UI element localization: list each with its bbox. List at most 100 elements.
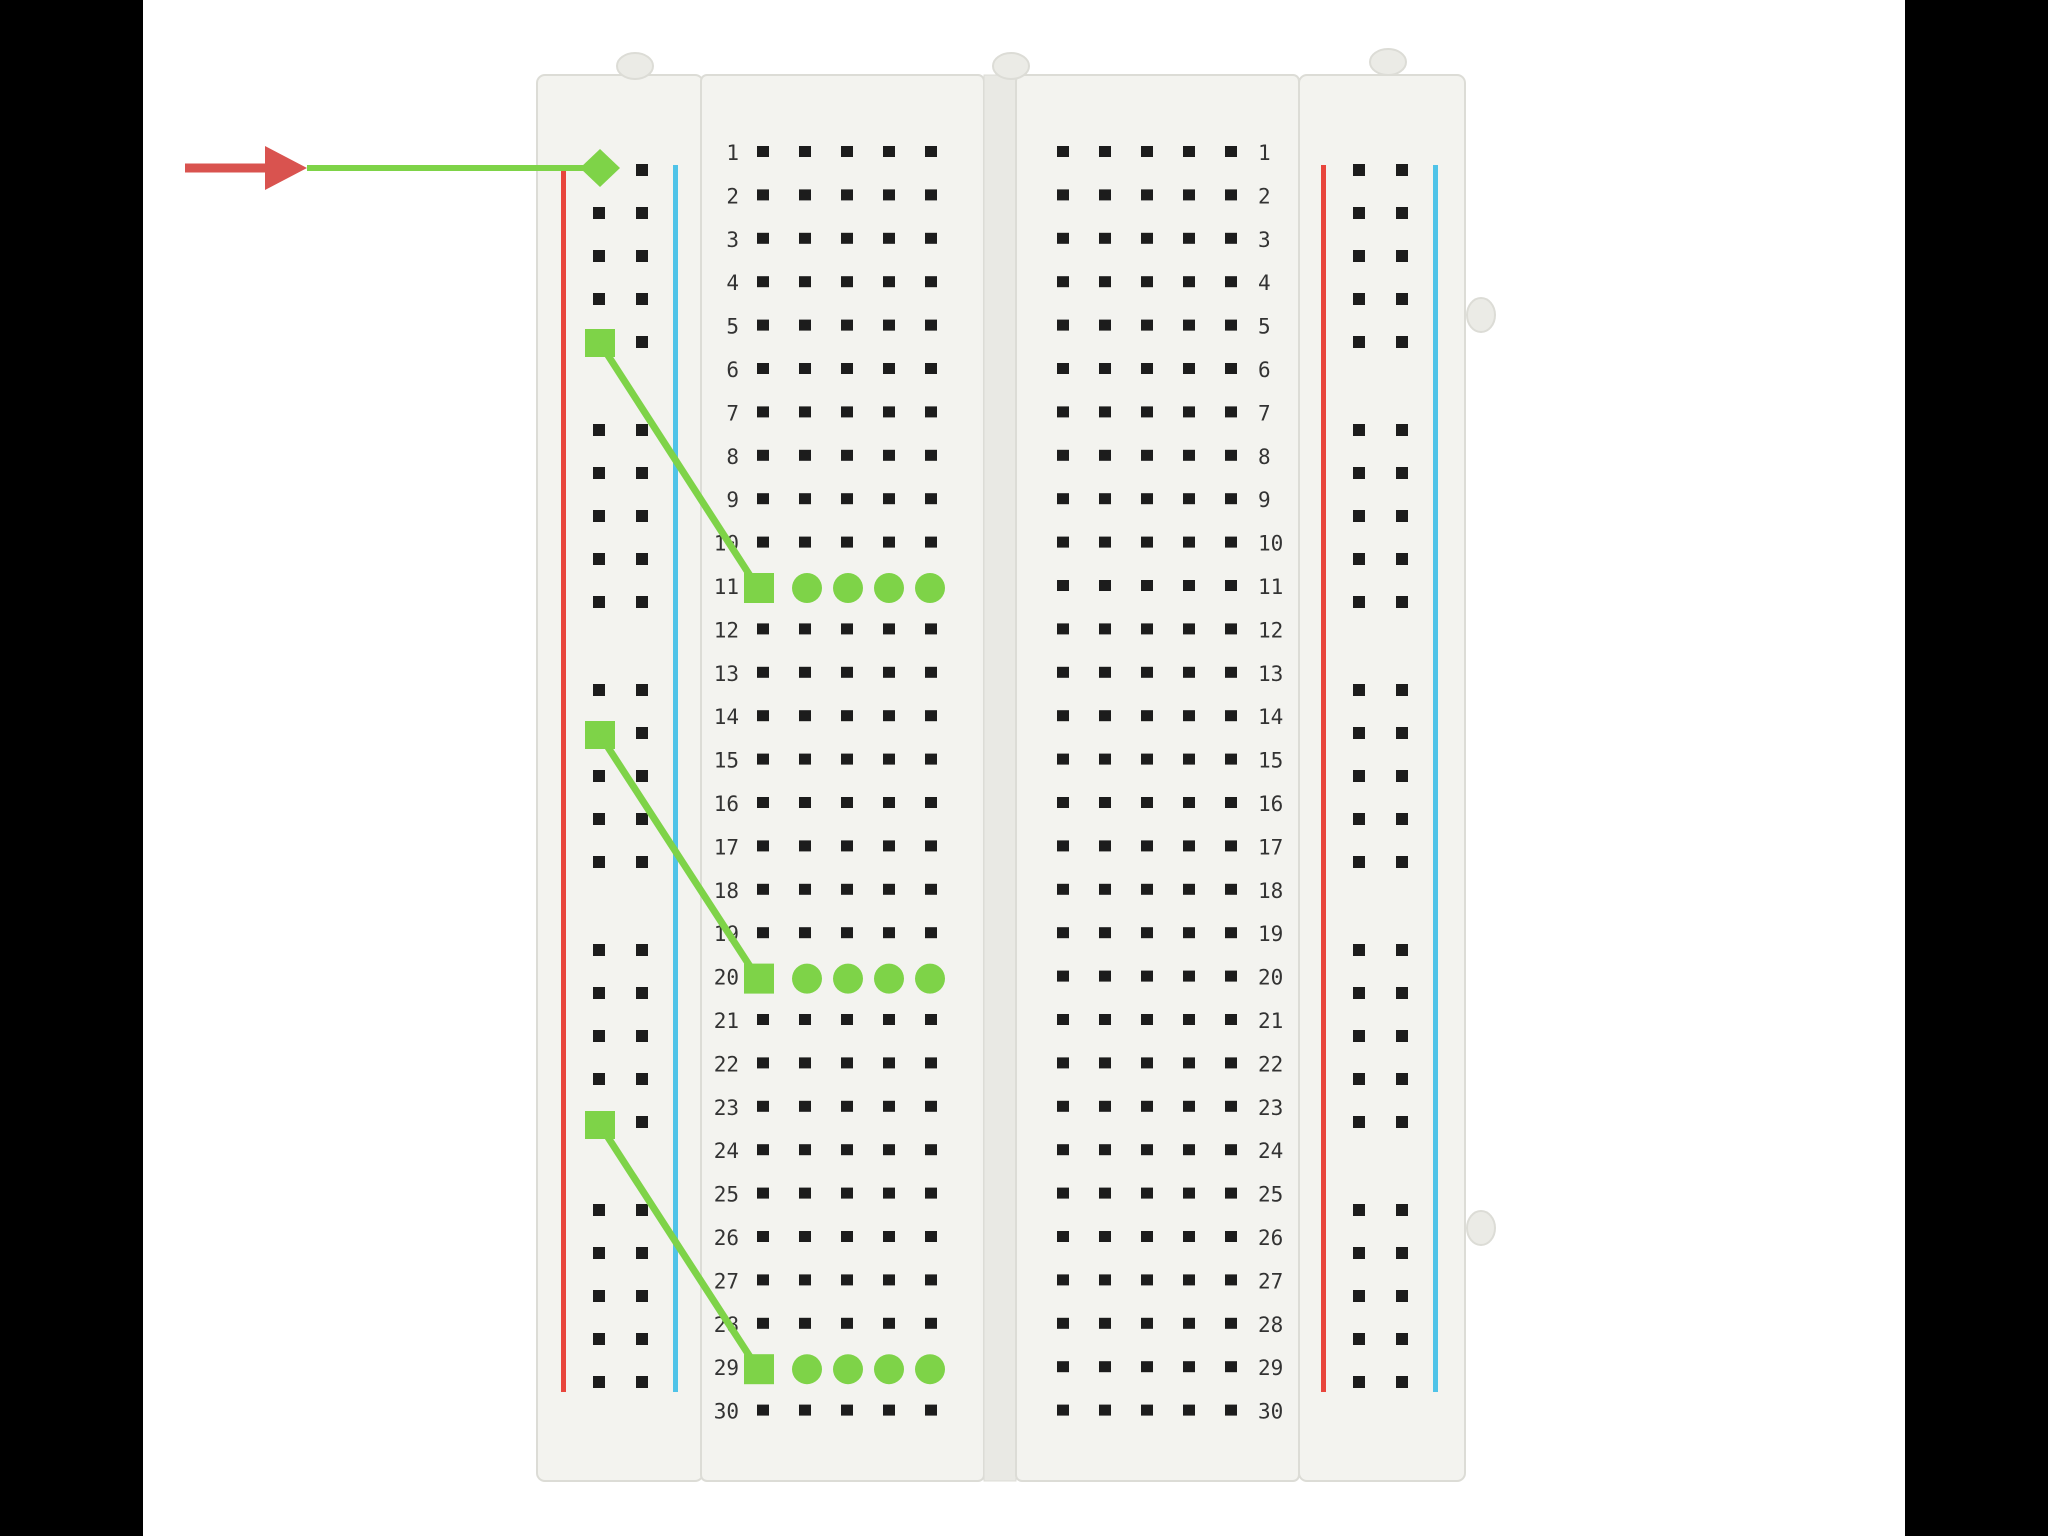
hole (883, 1144, 895, 1155)
rail-hole (1396, 510, 1408, 522)
hole (883, 1231, 895, 1242)
rail-hole (1353, 770, 1365, 782)
row-number-right: 16 (1258, 792, 1283, 816)
hole (1141, 580, 1153, 591)
hole (1141, 537, 1153, 548)
hole (1183, 580, 1195, 591)
hole (1099, 146, 1111, 157)
hole (1057, 1231, 1069, 1242)
hole (883, 884, 895, 895)
hole (1225, 1144, 1237, 1155)
rail-hole (1396, 596, 1408, 608)
hole (883, 710, 895, 721)
hole (1225, 189, 1237, 200)
hole (883, 1057, 895, 1068)
row-number-left: 3 (726, 228, 739, 252)
rail-hole (1396, 207, 1408, 219)
hole (799, 927, 811, 938)
hole (925, 1274, 937, 1285)
hole (1225, 146, 1237, 157)
hole (1057, 797, 1069, 808)
rail-hole (1353, 1204, 1365, 1216)
hole (1141, 1101, 1153, 1112)
hole (757, 623, 769, 634)
rail-hole (593, 770, 605, 782)
row-number-right: 3 (1258, 228, 1271, 252)
row-number-right: 12 (1258, 618, 1283, 642)
hole (925, 667, 937, 678)
rail-hole (636, 1204, 648, 1216)
row-number-left: 13 (714, 662, 739, 686)
rail-hole (593, 1333, 605, 1345)
hole (799, 1101, 811, 1112)
hole (1225, 450, 1237, 461)
hole (1183, 1101, 1195, 1112)
rail-hole (593, 207, 605, 219)
hole (883, 1014, 895, 1025)
hole (799, 1231, 811, 1242)
hole (925, 146, 937, 157)
hole (1225, 884, 1237, 895)
hole (841, 1101, 853, 1112)
hole (1141, 667, 1153, 678)
hole (883, 320, 895, 331)
rail-hole (1396, 1376, 1408, 1388)
hole (1225, 363, 1237, 374)
hole (757, 406, 769, 417)
hole (883, 493, 895, 504)
rail-hole (636, 1116, 648, 1128)
rail-hole (1396, 336, 1408, 348)
hole (925, 1144, 937, 1155)
hole (799, 146, 811, 157)
hole (925, 1101, 937, 1112)
rail-hole (593, 684, 605, 696)
hole (757, 840, 769, 851)
hole (1225, 710, 1237, 721)
hole (1099, 320, 1111, 331)
hole (1183, 276, 1195, 287)
hole (1099, 1318, 1111, 1329)
hole (883, 1318, 895, 1329)
hole (841, 623, 853, 634)
hole (1141, 927, 1153, 938)
row-number-right: 22 (1258, 1052, 1283, 1076)
hole (1099, 1188, 1111, 1199)
rail-hole (636, 770, 648, 782)
hole (1183, 363, 1195, 374)
hole (1099, 667, 1111, 678)
hole (1225, 1057, 1237, 1068)
hole (1099, 1274, 1111, 1285)
hole (841, 1188, 853, 1199)
hole (925, 1231, 937, 1242)
rail-hole (1353, 727, 1365, 739)
hole (1057, 927, 1069, 938)
hole (841, 1405, 853, 1416)
hole (799, 710, 811, 721)
rail-hole (593, 987, 605, 999)
hole (883, 537, 895, 548)
breadboard-body (537, 49, 1495, 1481)
row-number-left: 7 (726, 401, 739, 425)
hole (757, 1231, 769, 1242)
rail-hole (1353, 250, 1365, 262)
hole (1141, 840, 1153, 851)
hole (925, 840, 937, 851)
hole (799, 493, 811, 504)
hole (1057, 406, 1069, 417)
hole (1057, 1101, 1069, 1112)
row-number-right: 6 (1258, 358, 1271, 382)
rail-hole (593, 1073, 605, 1085)
hole (841, 927, 853, 938)
row-number-left: 29 (714, 1356, 739, 1380)
hole (1183, 884, 1195, 895)
row-number-right: 14 (1258, 705, 1283, 729)
rail-hole (1353, 987, 1365, 999)
hole (925, 797, 937, 808)
hole (1141, 884, 1153, 895)
hole (1057, 1014, 1069, 1025)
row-number-left: 8 (726, 445, 739, 469)
hole (1225, 840, 1237, 851)
hole (1141, 363, 1153, 374)
rail-hole (636, 987, 648, 999)
hole (925, 1188, 937, 1199)
